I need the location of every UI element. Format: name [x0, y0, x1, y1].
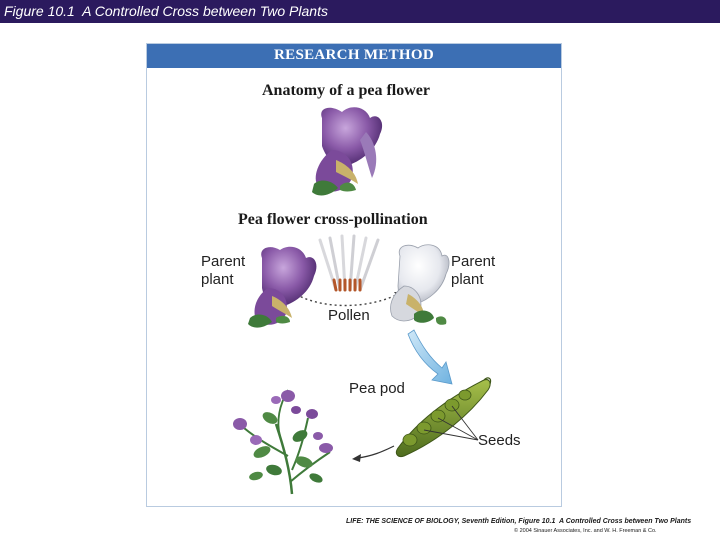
seeds-pointer-3 — [423, 429, 479, 441]
parent-flower-white — [390, 244, 450, 325]
seeds-pointer-1 — [437, 417, 479, 441]
credit-line-1: LIFE: THE SCIENCE OF BIOLOGY, Seventh Ed… — [346, 518, 692, 525]
parent-plant-right-line1: Parent — [451, 253, 496, 270]
panel-header: RESEARCH METHOD — [147, 44, 561, 68]
pollen-label: Pollen — [328, 307, 370, 324]
figure-title: Figure 10.1 A Controlled Cross between T… — [4, 3, 328, 19]
pollen-transfer-arc — [291, 291, 403, 307]
seeds-label: Seeds — [478, 432, 521, 449]
pea-plant — [233, 389, 333, 495]
anatomy-flower — [312, 107, 383, 196]
parent-plant-right-line2: plant — [451, 271, 484, 288]
parent-plant-left-line1: Parent — [201, 253, 246, 270]
panel-header-text: RESEARCH METHOD — [274, 47, 434, 63]
flow-arrow-blue — [407, 329, 453, 385]
flow-arrowhead-plant — [352, 454, 361, 462]
title-bar: Figure 10.1 A Controlled Cross between T… — [0, 0, 720, 23]
anatomy-heading: Anatomy of a pea flower — [262, 82, 430, 99]
parent-plant-left-line2: plant — [201, 271, 234, 288]
cross-pollination-heading: Pea flower cross-pollination — [238, 211, 428, 228]
parent-flower-purple — [248, 246, 317, 328]
pea-pod-label: Pea pod — [349, 380, 405, 397]
pea-pod — [395, 377, 492, 457]
flow-arrow-to-plant — [357, 445, 395, 459]
pollen-brushes — [318, 234, 380, 292]
seeds-pointer-2 — [451, 405, 479, 441]
credit-line-2: © 2004 Sinauer Associates, Inc. and W. H… — [514, 528, 657, 534]
